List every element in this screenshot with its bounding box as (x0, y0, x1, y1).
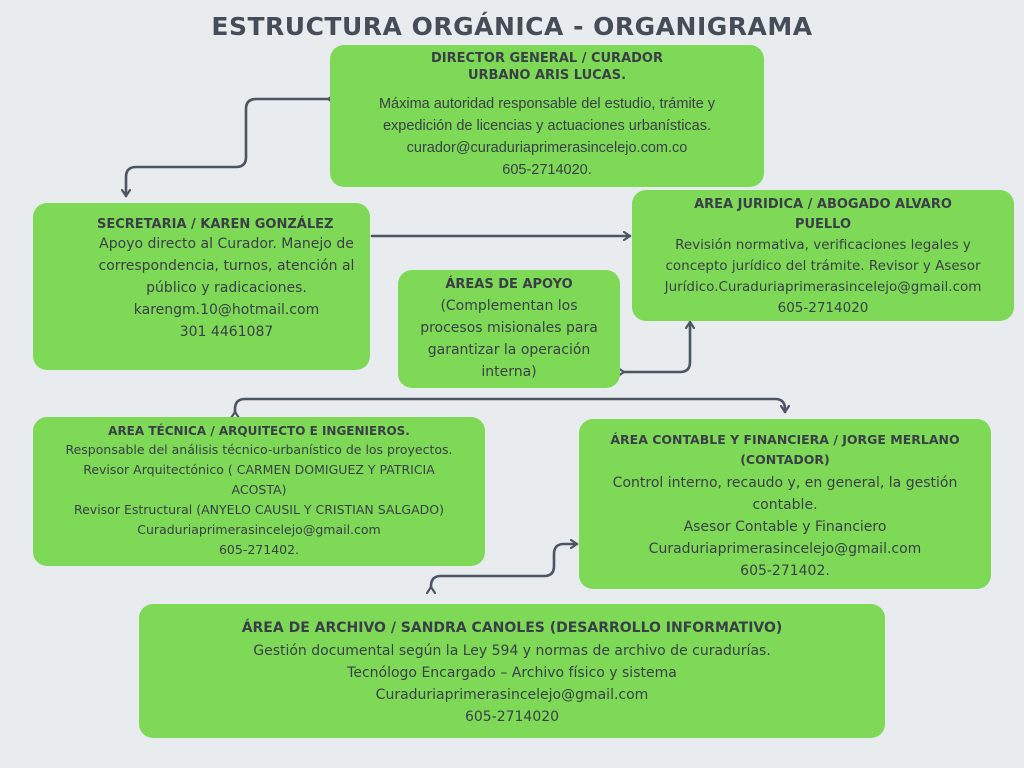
box-text: procesos misionales para (420, 320, 598, 336)
box-text: karengm.10@hotmail.com (133, 302, 320, 318)
box-text: Curaduriaprimerasincelejo@gmail.com (375, 687, 649, 703)
box-secretaria: SECRETARIA / KAREN GONZÁLEZ Apoyo direct… (33, 203, 370, 370)
box-text: 605-2714020 (464, 709, 560, 725)
box-text: Responsable del análisis técnico-urbanís… (65, 442, 453, 457)
box-areas-de-apoyo: ÁREAS DE APOYO (Complementan los proceso… (398, 270, 620, 388)
page-title: ESTRUCTURA ORGÁNICA - ORGANIGRAMA (211, 12, 813, 41)
box-text: Control interno, recaudo y, en general, … (612, 475, 958, 491)
box-title: AREA TÉCNICA / ARQUITECTO E INGENIEROS. (108, 424, 410, 438)
box-title: ÁREAS DE APOYO (445, 277, 573, 292)
connector-director-secretaria (126, 99, 328, 198)
box-text: interna) (481, 364, 537, 380)
box-area-juridica: AREA JURIDICA / ABOGADO ALVARO PUELLO Re… (632, 190, 1014, 321)
box-title: DIRECTOR GENERAL / CURADOR (430, 51, 663, 66)
box-text: Curaduriaprimerasincelejo@gmail.com (137, 522, 381, 537)
box-text: (Complementan los (440, 298, 578, 314)
box-title: (CONTADOR) (740, 452, 830, 467)
box-text: 301 4461087 (179, 324, 274, 340)
box-text: 605-271402. (218, 542, 300, 557)
box-director-general: DIRECTOR GENERAL / CURADOR URBANO ARIS L… (330, 45, 764, 187)
box-title: AREA JURIDICA / ABOGADO ALVARO (694, 197, 952, 212)
box-text: Apoyo directo al Curador. Manejo de (99, 236, 354, 252)
box-text: 605-2714020 (777, 300, 869, 316)
box-text: público y radicaciones. (146, 280, 307, 296)
box-title: URBANO ARIS LUCAS. (467, 68, 627, 83)
box-text: Jurídico.Curaduriaprimerasincelejo@gmail… (664, 279, 982, 295)
box-text: 605-2714020. (502, 162, 592, 178)
box-text: curador@curaduriaprimerasincelejo.com.co (406, 140, 688, 156)
box-text: expedición de licencias y actuaciones ur… (382, 118, 712, 134)
box-text: ACOSTA) (231, 482, 287, 497)
box-title: ÁREA CONTABLE Y FINANCIERA / JORGE MERLA… (610, 432, 960, 447)
box-title: SECRETARIA / KAREN GONZÁLEZ (97, 217, 334, 232)
box-text: Máxima autoridad responsable del estudio… (378, 96, 716, 112)
box-text: 605-271402. (740, 563, 830, 579)
box-text: Asesor Contable y Financiero (683, 519, 887, 535)
box-text: Revisión normativa, verificaciones legal… (675, 237, 971, 253)
box-text: Curaduriaprimerasincelejo@gmail.com (648, 541, 922, 557)
connector-tecnica-contable (235, 397, 785, 412)
box-title: PUELLO (794, 217, 852, 232)
box-text: contable. (752, 497, 818, 513)
box-text: Gestión documental según la Ley 594 y no… (253, 643, 771, 659)
box-text: Tecnólogo Encargado – Archivo físico y s… (347, 665, 677, 681)
box-text: concepto jurídico del trámite. Revisor y… (665, 258, 981, 274)
box-text: Revisor Estructural (ANYELO CAUSIL Y CRI… (73, 502, 444, 517)
box-text: correspondencia, turnos, atención al (98, 258, 355, 274)
box-title: ÁREA DE ARCHIVO / SANDRA CANOLES (DESARR… (241, 620, 783, 636)
connector-apoyo-juridica (624, 320, 690, 372)
box-area-contable: ÁREA CONTABLE Y FINANCIERA / JORGE MERLA… (579, 419, 991, 589)
box-text: garantizar la operación (427, 342, 591, 358)
box-text: Revisor Arquitectónico ( CARMEN DOMIGUEZ… (83, 462, 435, 477)
box-area-archivo: ÁREA DE ARCHIVO / SANDRA CANOLES (DESARR… (139, 604, 885, 738)
box-area-tecnica: AREA TÉCNICA / ARQUITECTO E INGENIEROS. … (33, 417, 485, 566)
